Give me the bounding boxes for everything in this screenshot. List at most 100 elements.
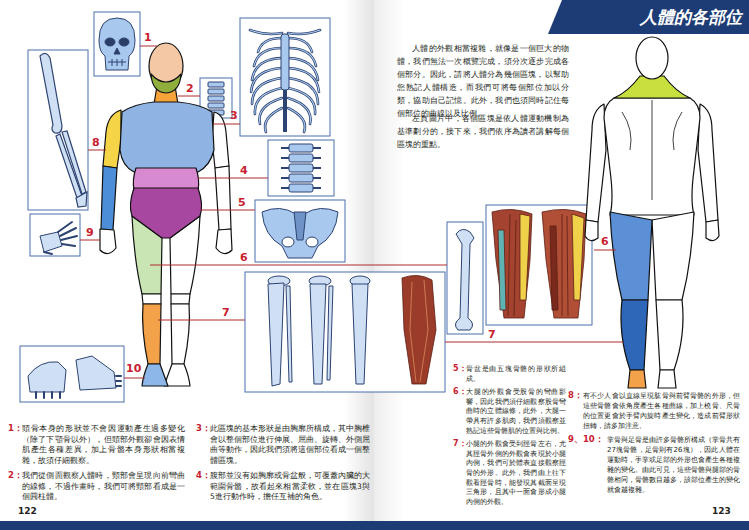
ribcage-drawing bbox=[250, 30, 320, 132]
panel-frame bbox=[28, 50, 88, 210]
front-figure bbox=[100, 43, 232, 386]
front-figure bbox=[133, 168, 198, 190]
leader-line bbox=[201, 210, 255, 211]
neck-vertebrae bbox=[208, 89, 224, 94]
leg-bones bbox=[327, 286, 333, 380]
skull-drawing bbox=[114, 48, 120, 54]
note-text: 我們從側面觀察人體時，頸部會呈現向前彎曲的線條，不過作畫時，我們可將頸部看成是一… bbox=[22, 471, 185, 503]
intro-paragraph: 左頁圖片中，各個區塊是依人體運動機制為基準劃分的，接下來，我們依序為讀者講解每個… bbox=[397, 112, 569, 151]
front-figure bbox=[142, 294, 161, 304]
note-text: 腹部並沒有如胸廓或骨盆般，可覆蓋內臟的大範圍骨骼，故看起來相當柔軟，並在區塊3與… bbox=[210, 471, 370, 503]
hand-bones bbox=[40, 222, 77, 254]
callout-number: 1 bbox=[144, 31, 152, 44]
note-text: 骨盆是由五塊骨骼的形狀所組成。 bbox=[466, 365, 566, 384]
note-number: 9、10： bbox=[568, 434, 604, 444]
calf-muscle bbox=[410, 280, 428, 382]
note-text: 頭骨本身的形狀並不會因運動產生過多變化（除了下顎骨以外），但頭部外觀卻會因表情肌… bbox=[22, 424, 185, 466]
leg-bones bbox=[286, 286, 292, 382]
callout-number: 2 bbox=[186, 82, 194, 95]
lumbar-vertebrae bbox=[289, 144, 313, 152]
note-number: 3： bbox=[196, 423, 211, 433]
callout-number: 9 bbox=[86, 226, 94, 239]
front-figure bbox=[171, 304, 189, 364]
leader-line bbox=[124, 378, 145, 379]
title-banner bbox=[548, 0, 749, 34]
neck-vertebrae bbox=[208, 82, 224, 115]
lumbar-vertebrae bbox=[281, 148, 321, 188]
arm-bones bbox=[76, 192, 87, 207]
note-text: 掌骨與足骨是由許多骨骼所構成（掌骨共有27塊骨骼，足骨則有26塊），因此人體在運… bbox=[607, 435, 740, 495]
lumbar-vertebrae bbox=[289, 174, 313, 182]
panel-frame bbox=[94, 12, 140, 76]
hand-bones bbox=[44, 222, 77, 254]
leader-line bbox=[88, 150, 106, 151]
ribcage-drawing bbox=[250, 30, 320, 34]
skull-drawing bbox=[108, 59, 126, 66]
thigh-muscles bbox=[562, 214, 568, 316]
note-text: 此區塊的基本形狀是由胸廓所構成，其中胸椎會以整個部位進行伸展、屈曲、旋轉、外側屈… bbox=[210, 424, 370, 466]
front-figure bbox=[101, 166, 117, 230]
front-figure bbox=[100, 229, 116, 254]
leader-line bbox=[80, 240, 100, 241]
lumbar-vertebrae bbox=[289, 184, 313, 192]
thigh-muscles bbox=[498, 230, 506, 310]
note-text: 小腿的外觀會受到脛骨左右，尤其脛骨外側的外觀會表現於小腿內側，我們可於體表直接觀… bbox=[466, 440, 566, 507]
leader-line bbox=[140, 46, 157, 47]
callout-number: 7 bbox=[222, 306, 230, 319]
calf-muscle bbox=[402, 275, 436, 384]
thigh-muscles bbox=[550, 226, 558, 310]
front-figure bbox=[120, 102, 214, 172]
foot-bones bbox=[76, 356, 116, 390]
leg-bones bbox=[352, 284, 368, 384]
front-figure bbox=[171, 294, 190, 304]
page-number: 123 bbox=[712, 506, 731, 517]
panel-frame bbox=[245, 272, 445, 392]
pelvis-drawing bbox=[306, 237, 318, 247]
panel-frame bbox=[255, 200, 345, 262]
ribcage-drawing bbox=[250, 30, 320, 34]
back-figure bbox=[656, 300, 683, 370]
bottom-bar bbox=[0, 521, 749, 530]
panel-frame bbox=[20, 346, 124, 402]
panel-frame bbox=[447, 222, 483, 334]
arm-bones bbox=[40, 53, 87, 207]
front-figure bbox=[143, 304, 161, 364]
callout-number: 6 bbox=[240, 251, 248, 264]
front-figure bbox=[151, 74, 181, 93]
leader-line bbox=[80, 46, 623, 378]
back-figure bbox=[621, 300, 648, 370]
neck-vertebrae bbox=[208, 96, 224, 101]
note-text: 有不少人會以直線呈現肱骨與前臂骨骼的外形，但這些骨骼會依角度產生各種曲線，加上橈… bbox=[583, 391, 740, 431]
arm-bones bbox=[40, 53, 62, 133]
panel-frame bbox=[30, 214, 80, 256]
back-figure bbox=[706, 220, 719, 241]
thigh-muscles bbox=[572, 214, 584, 300]
note-number: 1： bbox=[8, 423, 23, 433]
callout-number: 8 bbox=[92, 136, 100, 149]
back-figure bbox=[604, 98, 700, 215]
back-figure bbox=[628, 370, 646, 388]
lumbar-vertebrae bbox=[289, 164, 313, 172]
panel-frame bbox=[20, 12, 592, 402]
thigh-muscles bbox=[508, 214, 516, 316]
note-number: 2： bbox=[8, 470, 23, 480]
front-figure bbox=[130, 188, 201, 238]
callout-number: 7 bbox=[488, 328, 496, 341]
panel-frame bbox=[240, 18, 330, 136]
note-number: 4： bbox=[196, 470, 211, 480]
leg-bones bbox=[268, 276, 370, 386]
leg-bones bbox=[310, 284, 326, 384]
front-figure bbox=[142, 364, 168, 386]
callout-number: 4 bbox=[240, 164, 248, 177]
back-figure bbox=[652, 212, 694, 300]
pelvis-drawing bbox=[262, 208, 338, 258]
leader-line bbox=[198, 178, 268, 179]
back-figure bbox=[636, 37, 668, 79]
ribcage-drawing bbox=[250, 30, 320, 132]
foot-bones bbox=[36, 392, 60, 398]
leader-line bbox=[594, 250, 616, 251]
back-figure bbox=[622, 100, 682, 200]
page-title: 人體的各部位 bbox=[560, 6, 742, 28]
foot-bones bbox=[28, 362, 66, 392]
